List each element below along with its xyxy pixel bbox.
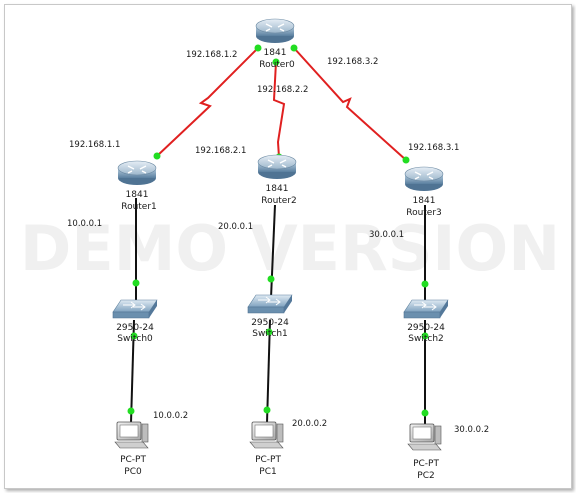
ip-labels-layer: 192.168.1.2 192.168.1.1 192.168.2.2 192.… xyxy=(67,50,489,435)
device-router0[interactable]: 1841 Router0 xyxy=(255,18,295,70)
ethernet-link-switch1-pc1[interactable] xyxy=(266,319,271,424)
watermark-text: DEMO VERSION xyxy=(20,212,560,285)
device-pc0[interactable]: PC-PT PC0 xyxy=(114,421,149,477)
device-name-label: PC1 xyxy=(259,467,276,477)
device-name-label: Switch1 xyxy=(252,329,287,339)
switch-icon xyxy=(112,299,158,319)
device-switch2[interactable]: 2950-24 Switch2 xyxy=(403,299,449,344)
ip-label-pc0: 10.0.0.2 xyxy=(153,411,188,421)
device-model-label: 2950-24 xyxy=(251,318,289,328)
port-dot xyxy=(130,332,138,340)
router-icon xyxy=(117,160,157,185)
port-dot xyxy=(254,44,262,52)
device-router2[interactable]: 1841 Router2 xyxy=(257,154,297,206)
ethernet-link-router2-switch1[interactable] xyxy=(270,204,276,299)
device-model-label: 2950-24 xyxy=(116,323,154,333)
device-router3[interactable]: 1841 Router3 xyxy=(404,166,444,218)
device-model-label: PC-PT xyxy=(120,455,146,465)
device-name-label: Router2 xyxy=(261,196,297,206)
router-icon xyxy=(255,18,295,43)
diagram-frame xyxy=(4,4,572,489)
port-dot xyxy=(267,275,275,283)
device-name-label: Router0 xyxy=(259,60,295,70)
serial-link-router0-router1[interactable] xyxy=(156,47,259,157)
serial-link-router0-router3[interactable] xyxy=(293,47,407,161)
port-dot xyxy=(402,156,410,164)
router-icon xyxy=(257,154,297,179)
switch-icon xyxy=(403,299,449,319)
device-pc1[interactable]: PC-PT PC1 xyxy=(249,421,284,477)
device-name-label: PC0 xyxy=(124,467,142,477)
port-dot xyxy=(153,152,161,160)
ip-label-router1-router0: 192.168.1.1 xyxy=(69,140,120,150)
device-pc2[interactable]: PC-PT PC2 xyxy=(407,423,442,481)
router-icon xyxy=(404,166,444,191)
ip-label-router0-router2: 192.168.2.2 xyxy=(257,85,308,95)
ip-label-router1-lan: 10.0.0.1 xyxy=(67,219,102,229)
device-name-label: PC2 xyxy=(417,471,434,481)
port-dot xyxy=(290,44,298,52)
port-dot xyxy=(272,58,280,66)
ip-label-router3-lan: 30.0.0.1 xyxy=(369,230,404,240)
ip-label-pc2: 30.0.0.2 xyxy=(454,425,489,435)
port-dot xyxy=(421,332,429,340)
port-dot xyxy=(132,279,140,287)
ip-label-router2-lan: 20.0.0.1 xyxy=(218,222,253,232)
pc-icon xyxy=(249,421,284,449)
device-switch1[interactable]: 2950-24 Switch1 xyxy=(247,294,293,339)
ip-label-router0-router3: 192.168.3.2 xyxy=(327,57,378,67)
ip-label-router2-router0: 192.168.2.1 xyxy=(195,146,246,156)
port-dot xyxy=(265,328,273,336)
pc-icon xyxy=(114,421,149,449)
pc-icon xyxy=(407,423,442,451)
device-name-label: Switch2 xyxy=(408,334,443,344)
device-model-label: 2950-24 xyxy=(407,323,445,333)
device-switch0[interactable]: 2950-24 Switch0 xyxy=(112,299,158,344)
device-name-label: Switch0 xyxy=(117,334,153,344)
device-name-label: Router3 xyxy=(406,208,442,218)
serial-link-router0-router2[interactable] xyxy=(272,61,286,158)
device-model-label: 1841 xyxy=(266,184,289,194)
port-dot xyxy=(421,280,429,288)
device-name-label: Router1 xyxy=(121,202,157,212)
ip-label-pc1: 20.0.0.2 xyxy=(292,419,327,429)
device-model-label: PC-PT xyxy=(255,455,281,465)
ip-label-router0-router1: 192.168.1.2 xyxy=(186,50,237,60)
switch-icon xyxy=(247,294,293,314)
device-model-label: PC-PT xyxy=(413,459,439,469)
device-model-label: 1841 xyxy=(126,190,149,200)
device-model-label: 1841 xyxy=(413,196,436,206)
port-dot xyxy=(127,407,135,415)
device-router1[interactable]: 1841 Router1 xyxy=(117,160,157,212)
ip-label-router3-router0: 192.168.3.1 xyxy=(408,143,459,153)
port-dot xyxy=(263,406,271,414)
device-model-label: 1841 xyxy=(264,48,287,58)
port-dot xyxy=(421,409,429,417)
